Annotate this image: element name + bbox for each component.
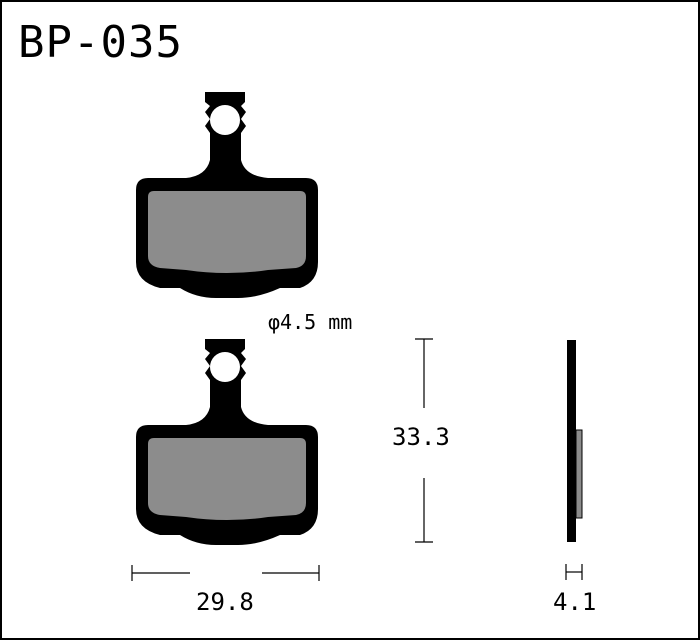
pad-view-bottom [136,339,318,545]
hole-diameter-label: φ4.5 mm [268,310,353,334]
width-dimension [131,565,320,581]
part-number-title: BP-035 [18,17,183,68]
height-label: 33.3 [392,423,450,451]
height-dimension [415,338,433,543]
thickness-dimension [565,564,583,580]
thickness-label: 4.1 [553,588,597,616]
pad-view-top [136,92,318,298]
width-label: 29.8 [196,588,254,616]
side-view [567,340,583,542]
